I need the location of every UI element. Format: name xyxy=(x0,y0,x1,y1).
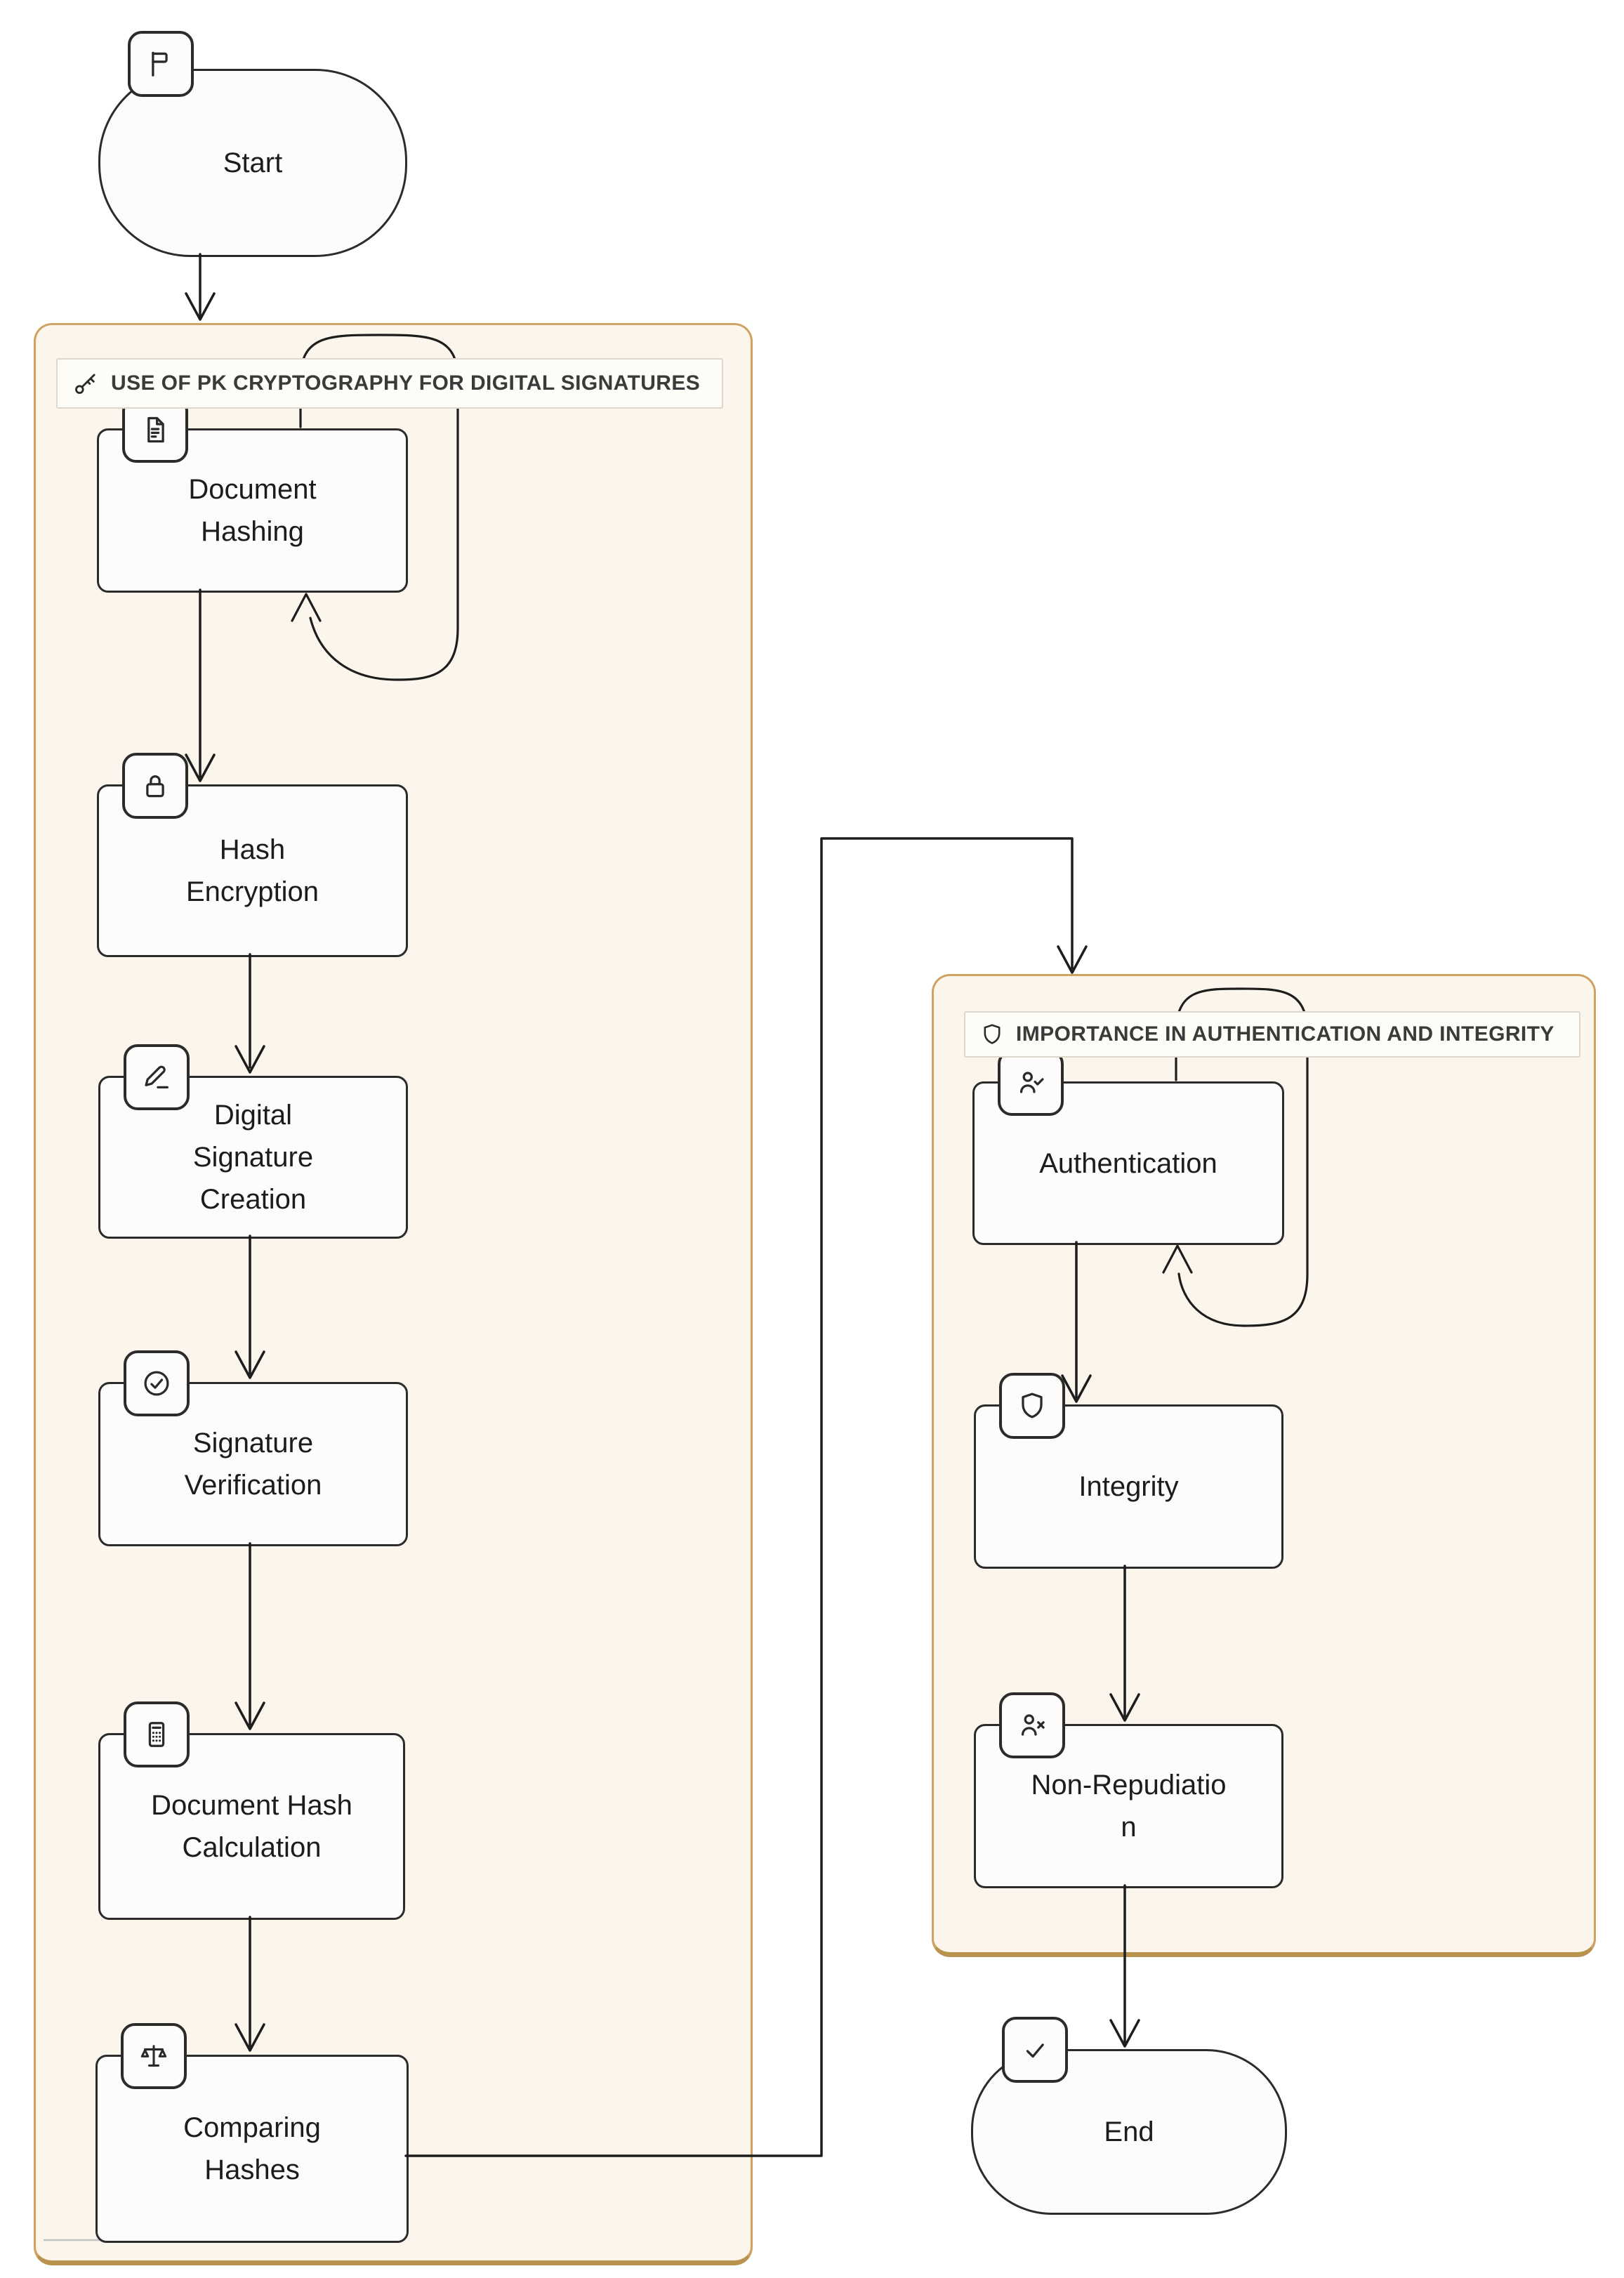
node-label: End xyxy=(1104,2116,1154,2147)
key-icon xyxy=(75,374,95,394)
badge-authentication xyxy=(998,1050,1064,1116)
node-label: Document Hashing xyxy=(188,474,317,547)
badge-end xyxy=(1002,2017,1068,2083)
node-label: Integrity xyxy=(1078,1471,1179,1502)
cluster-title-pk-cryptography: USE OF PK CRYPTOGRAPHY FOR DIGITAL SIGNA… xyxy=(56,358,723,409)
node-label: Document Hash Calculation xyxy=(151,1790,352,1863)
lock-icon xyxy=(146,775,164,798)
shield-icon xyxy=(1022,1393,1043,1418)
cluster-title-text: USE OF PK CRYPTOGRAPHY FOR DIGITAL SIGNA… xyxy=(111,371,701,395)
flag-icon xyxy=(152,51,168,77)
pen-icon xyxy=(145,1065,169,1089)
node-label: Non-Repudiatio n xyxy=(1031,1770,1227,1843)
badge-start xyxy=(128,31,194,97)
cluster-title-text: IMPORTANCE IN AUTHENTICATION AND INTEGRI… xyxy=(1016,1022,1554,1046)
badge-non-repudiation xyxy=(999,1692,1065,1758)
shield-icon xyxy=(984,1024,1001,1044)
node-comparing-hashes: Comparing Hashes xyxy=(95,2055,409,2243)
node-start: Start xyxy=(98,69,407,257)
node-label: Authentication xyxy=(1039,1147,1217,1179)
badge-document-hash-calculation xyxy=(124,1701,190,1767)
badge-integrity xyxy=(999,1373,1065,1439)
authentication-self-loop-arrowhead xyxy=(1162,1244,1193,1274)
check-icon xyxy=(1026,2043,1044,2058)
scales-icon xyxy=(140,2045,167,2067)
node-label: Hash Encryption xyxy=(186,834,319,907)
cluster-title-authentication-integrity: IMPORTANCE IN AUTHENTICATION AND INTEGRI… xyxy=(964,1011,1580,1058)
node-signature-verification: Signature Verification xyxy=(98,1382,408,1546)
file-text-icon xyxy=(147,416,164,443)
calculator-icon xyxy=(148,1722,165,1747)
node-label: Start xyxy=(223,147,283,178)
person-x-icon xyxy=(1021,1714,1045,1736)
node-label: Signature Verification xyxy=(184,1428,322,1501)
document-hashing-self-loop-arrowhead xyxy=(291,593,322,622)
node-label: Digital Signature Creation xyxy=(192,1100,314,1215)
badge-digital-signature-creation xyxy=(124,1044,190,1110)
badge-hash-encryption xyxy=(122,753,188,819)
node-digital-signature-creation: Digital Signature Creation xyxy=(98,1076,408,1239)
badge-comparing-hashes xyxy=(121,2023,187,2089)
person-check-icon xyxy=(1019,1072,1044,1093)
check-circle-icon xyxy=(144,1371,169,1396)
badge-signature-verification xyxy=(124,1350,190,1416)
node-label: Comparing Hashes xyxy=(183,2112,321,2185)
